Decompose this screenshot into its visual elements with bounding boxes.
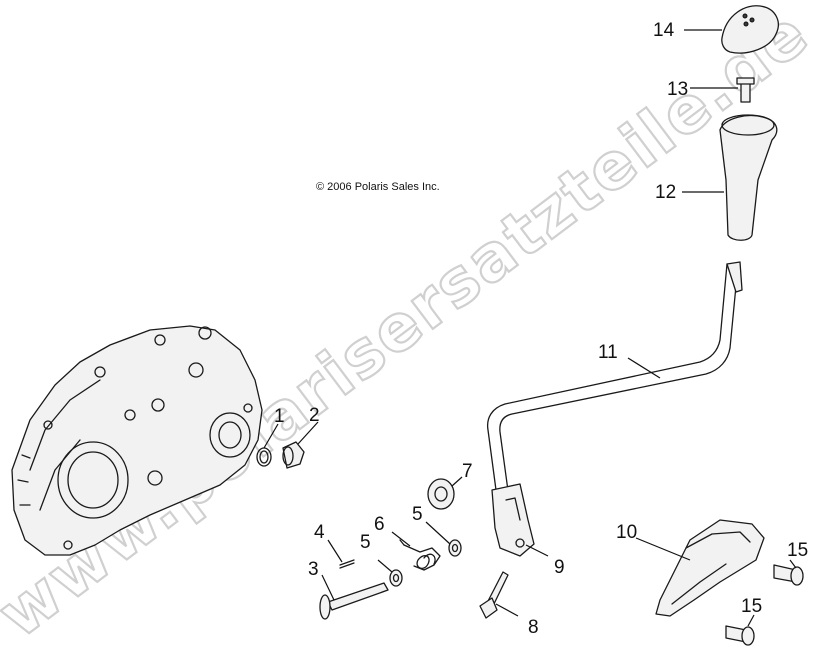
- callout-6: 6: [374, 514, 385, 535]
- callout-4: 4: [314, 522, 325, 543]
- leader-lines: [263, 29, 797, 627]
- callout-15b: 15: [741, 596, 762, 617]
- bushing-part: [427, 478, 455, 510]
- washer-part-a: [389, 569, 403, 587]
- callout-7: 7: [462, 461, 473, 482]
- callout-5a: 5: [360, 532, 371, 553]
- callout-15a: 15: [787, 540, 808, 561]
- shift-grip-part: [719, 114, 778, 241]
- copyright-notice: © 2006 Polaris Sales Inc.: [316, 181, 440, 193]
- callout-1: 1: [274, 406, 285, 427]
- callout-2: 2: [309, 405, 320, 426]
- callout-11: 11: [598, 342, 618, 363]
- callout-3: 3: [308, 559, 319, 580]
- cotter-pin-part: [339, 559, 355, 569]
- callouts: 1 2 3 4 5 5 6 7 8 9 10 11 12 13 14 15 15: [274, 20, 808, 638]
- shift-lever-part: [486, 261, 743, 521]
- callout-13: 13: [667, 79, 688, 100]
- callout-14: 14: [653, 20, 675, 41]
- callout-5b: 5: [412, 504, 423, 525]
- flange-bolt-part-b: [725, 625, 755, 646]
- callout-9: 9: [554, 557, 565, 578]
- guard-part: [655, 519, 765, 617]
- flange-bolt-part-a: [773, 564, 804, 586]
- callout-10: 10: [616, 522, 637, 543]
- torsion-spring-part: [399, 539, 441, 571]
- gearcase-cover-part: [11, 325, 263, 556]
- bolt-part: [479, 571, 509, 619]
- callout-12: 12: [655, 182, 676, 203]
- screw-part: [736, 77, 755, 103]
- shift-bracket-part: [491, 483, 535, 557]
- knob-part: [721, 5, 779, 54]
- callout-8: 8: [528, 617, 539, 638]
- washer-part-b: [448, 539, 462, 557]
- pivot-pin-part: [319, 582, 389, 620]
- plug-part: [282, 441, 305, 469]
